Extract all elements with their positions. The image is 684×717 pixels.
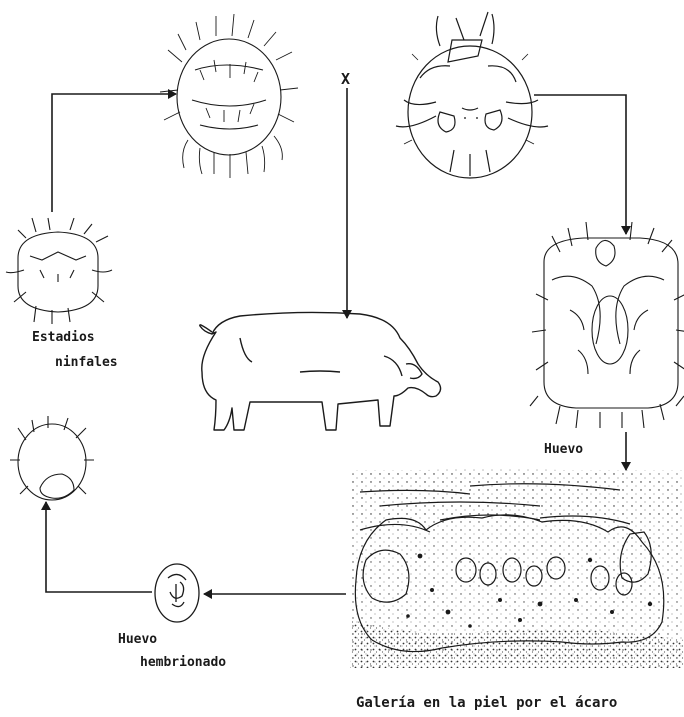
arrow-male-to-female (534, 95, 626, 234)
skin-gallery (350, 469, 684, 668)
huevo-embrionado-label-line1: Huevo (118, 632, 157, 647)
pig-illustration (200, 312, 441, 430)
larva-mite-left (10, 416, 94, 500)
x-marker-label: X (341, 70, 350, 88)
nymph-mite-left (6, 218, 112, 324)
galeria-caption: Galería en la piel por el ácaro (356, 695, 617, 711)
huevo-embrionado-label-line2: hembrionado (140, 655, 226, 670)
arrow-nymph-to-adult (52, 94, 176, 212)
arrow-to-larva (46, 502, 152, 592)
estadios-label-line2: ninfales (55, 355, 118, 370)
female-mite-right (530, 222, 684, 428)
nymph-mite-top (160, 14, 298, 178)
huevo-label: Huevo (544, 442, 583, 457)
estadios-label-line1: Estadios (32, 330, 95, 345)
adult-mite-top-right (396, 12, 548, 178)
embryonated-egg (155, 564, 199, 622)
